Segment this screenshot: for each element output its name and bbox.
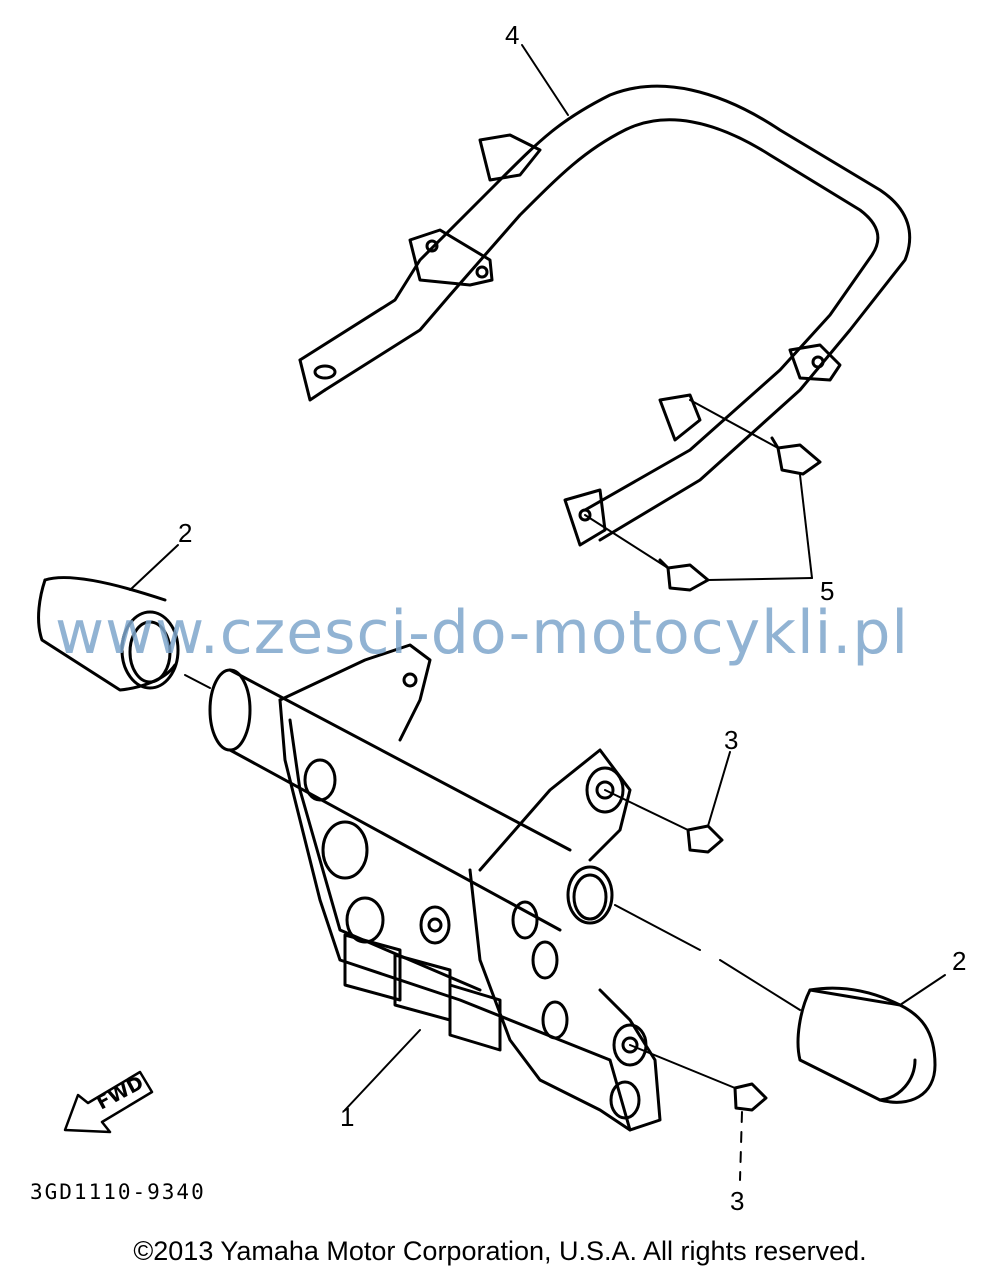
- end-cap-right-part-2: [796, 974, 946, 1104]
- copyright-notice: ©2013 Yamaha Motor Corporation, U.S.A. A…: [133, 1236, 867, 1266]
- callout-part-2-right: 2: [952, 946, 967, 976]
- bolts-part-5: [584, 399, 822, 592]
- screws-part-3: [604, 751, 801, 1181]
- callout-part-4: 4: [505, 20, 520, 50]
- end-cap-left-part-2: [37, 544, 211, 692]
- callout-part-5: 5: [820, 576, 835, 606]
- front-guard-part-1: [208, 643, 662, 1132]
- part-code: 3GD1110-9340: [30, 1180, 206, 1204]
- callout-part-3-upper: 3: [724, 725, 739, 755]
- grab-bar-part-4: [298, 84, 912, 547]
- callout-part-2-left: 2: [178, 518, 193, 548]
- forward-arrow-icon: [63, 1070, 154, 1134]
- leader-part-4: [521, 44, 569, 116]
- watermark: www.czesci-do-motocykli.pl: [55, 598, 910, 668]
- callout-part-3-lower: 3: [730, 1186, 745, 1216]
- callout-part-1: 1: [340, 1102, 355, 1132]
